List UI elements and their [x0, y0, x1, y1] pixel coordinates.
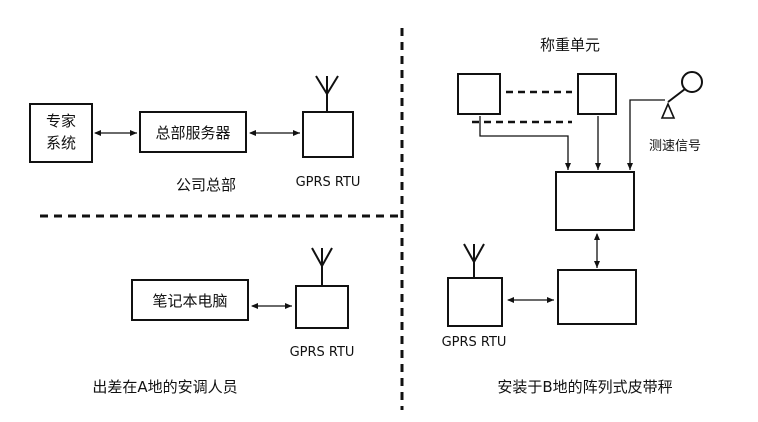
field-rtu-label: GPRS RTU [290, 345, 355, 360]
weighing-cell-box-left [457, 73, 501, 115]
hq-rtu-label: GPRS RTU [296, 175, 361, 190]
field-rtu-box [295, 285, 349, 329]
weighing-unit-label: 称重单元 [540, 36, 600, 54]
hq-server-box [139, 111, 247, 153]
field-caption: 出差在A地的安调人员 [92, 378, 237, 396]
laptop-box [131, 279, 249, 321]
hq-antenna-icon [315, 75, 339, 112]
site-caption: 安装于B地的阵列式皮带秤 [497, 378, 672, 396]
site-antenna-icon [463, 243, 485, 278]
hq-caption: 公司总部 [176, 176, 236, 194]
link-speed-controller [627, 99, 665, 170]
site-processor-box [557, 269, 637, 325]
site-controller-box [555, 171, 635, 231]
hq-rtu-box [302, 111, 354, 158]
link-left-cells-controller [479, 116, 571, 170]
expert-system-box [29, 103, 93, 163]
expert-system-label-line2: 系统 [46, 134, 76, 152]
site-rtu-label: GPRS RTU [442, 335, 507, 350]
weighing-cell-box-right [577, 73, 617, 115]
speed-signal-label: 测速信号 [649, 139, 701, 154]
site-rtu-box [447, 277, 503, 327]
field-antenna-icon [311, 247, 333, 286]
laptop-label: 笔记本电脑 [152, 292, 227, 310]
speed-sensor-icon [660, 71, 703, 119]
expert-system-label-line1: 专家 [46, 112, 76, 130]
hq-server-label: 总部服务器 [155, 124, 230, 142]
